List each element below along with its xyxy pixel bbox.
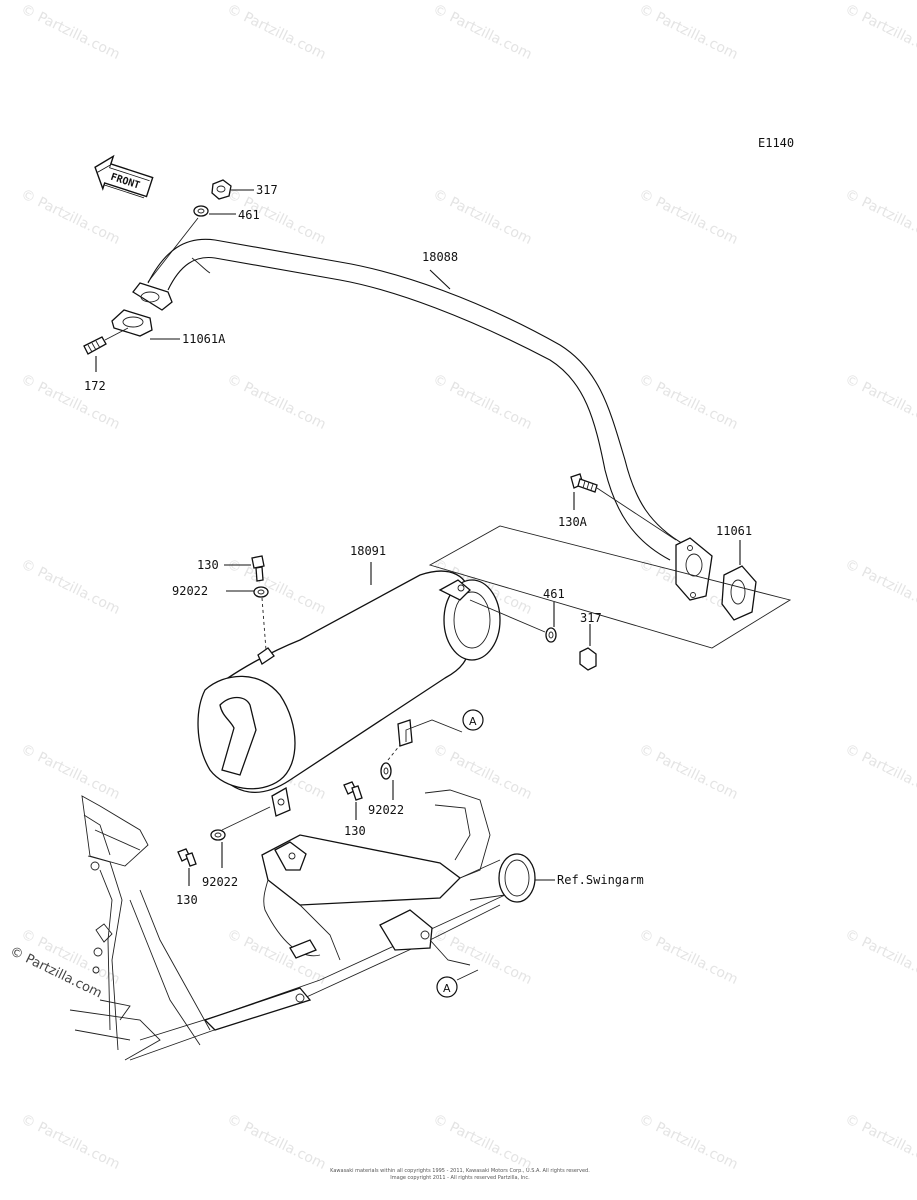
label-461-mid: 461 <box>543 587 565 601</box>
watermark-text: © Partzilla.com <box>430 741 534 803</box>
label-92022-low: 92022 <box>202 875 238 889</box>
watermark-text: © Partzilla.com <box>224 1111 328 1173</box>
label-130-top: 130 <box>197 558 219 572</box>
watermark-text: © Partzilla.com <box>636 741 740 803</box>
bolt-130-mid <box>343 781 363 801</box>
label-317-top: 317 <box>256 183 278 197</box>
watermark-text: © Partzilla.com <box>636 926 740 988</box>
label-92022-top: 92022 <box>172 584 208 598</box>
frame-swingarm <box>69 789 536 1061</box>
label-ref-swingarm: Ref.Swingarm <box>557 873 644 887</box>
watermark-text: © Partzilla.com <box>842 371 917 433</box>
label-172: 172 <box>84 379 106 393</box>
watermark-text: © Partzilla.com <box>842 186 917 248</box>
nut-317-mid <box>579 647 597 671</box>
bolt-130-low <box>177 848 197 867</box>
front-arrow-icon: FRONT <box>94 154 154 199</box>
washer-92022-mid <box>380 762 392 780</box>
watermark-text: © Partzilla.com <box>18 186 122 248</box>
stud-172 <box>83 336 107 355</box>
watermark-text: © Partzilla.com <box>842 1111 917 1173</box>
footer-copyright: Kawasaki materials within all copyrights… <box>300 1168 620 1182</box>
label-130A: 130A <box>558 515 588 529</box>
footer-line-2: Image copyright 2011 - All rights reserv… <box>390 1175 530 1181</box>
bolt-130-top <box>251 555 265 582</box>
gasket-11061A <box>111 309 153 337</box>
label-18088: 18088 <box>422 250 458 264</box>
callout-a-lower-label: A <box>443 982 451 995</box>
label-92022-mid: 92022 <box>368 803 404 817</box>
watermark-text: © Partzilla.com <box>842 1 917 63</box>
watermark-text: © Partzilla.com <box>430 186 534 248</box>
watermark-text: © Partzilla.com <box>430 1 534 63</box>
label-130-low: 130 <box>176 893 198 907</box>
washer-461-top <box>193 205 209 217</box>
callout-a-upper: A <box>462 709 484 731</box>
label-11061A: 11061A <box>182 332 226 346</box>
watermark-text: © Partzilla.com <box>842 926 917 988</box>
bolt-130A <box>570 473 598 493</box>
watermark-text: © Partzilla.com <box>224 371 328 433</box>
label-18091: 18091 <box>350 544 386 558</box>
exhaust-pipe-18088 <box>132 238 713 601</box>
watermark-text: © Partzilla.com <box>430 371 534 433</box>
diagram-code: E1140 <box>758 136 794 150</box>
watermark-text: © Partzilla.com <box>224 926 328 988</box>
watermark-text: © Partzilla.com <box>842 741 917 803</box>
washer-461-mid <box>545 627 557 643</box>
watermark-text: © Partzilla.com <box>842 556 917 618</box>
watermark-text: © Partzilla.com <box>636 186 740 248</box>
gasket-11061 <box>721 565 757 621</box>
label-461-top: 461 <box>238 208 260 222</box>
callout-a-upper-label: A <box>469 715 477 728</box>
watermark-text: © Partzilla.com <box>18 741 122 803</box>
watermark-text: © Partzilla.com <box>636 371 740 433</box>
watermark-text: © Partzilla.com <box>636 1 740 63</box>
footer-line-1: Kawasaki materials within all copyrights… <box>330 1168 590 1174</box>
watermark-text: © Partzilla.com <box>430 1111 534 1173</box>
washer-92022-low <box>210 829 226 841</box>
nut-317-top <box>211 179 232 200</box>
callout-a-lower: A <box>436 976 458 998</box>
label-130-mid: 130 <box>344 824 366 838</box>
watermark-text: © Partzilla.com <box>18 371 122 433</box>
watermark-text: © Partzilla.com <box>636 1111 740 1173</box>
watermark-text: © Partzilla.com <box>18 556 122 618</box>
muffler-18091 <box>197 570 501 817</box>
label-11061: 11061 <box>716 524 752 538</box>
watermark-text: © Partzilla.com <box>18 1111 122 1173</box>
washer-92022-top <box>253 586 269 598</box>
label-317-mid: 317 <box>580 611 602 625</box>
watermark-text: © Partzilla.com <box>18 1 122 63</box>
watermark-text: © Partzilla.com <box>224 1 328 63</box>
